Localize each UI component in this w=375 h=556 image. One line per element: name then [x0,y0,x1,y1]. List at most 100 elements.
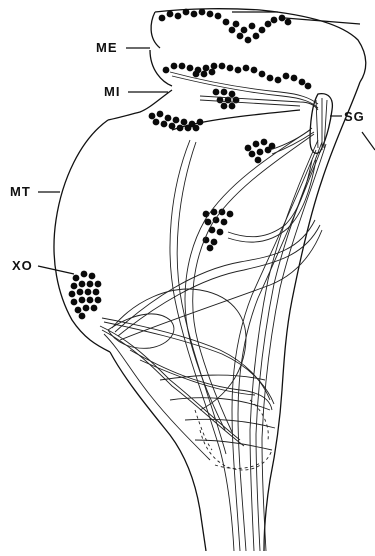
cell-body [245,37,252,44]
cell-body [235,67,242,74]
cell-body [171,63,178,70]
cell-body [229,27,236,34]
cell-body [197,119,204,126]
xo-cells [69,271,102,320]
cell-body [215,13,222,20]
cell-body [75,307,82,314]
label-mi: MI [104,84,168,99]
cell-body [203,65,210,72]
cell-body [207,245,214,252]
label-xo: XO [12,258,74,274]
cell-body [159,15,166,22]
cell-body [245,145,252,152]
cell-body [305,83,312,90]
cell-body [221,89,228,96]
cell-body [257,149,264,156]
cell-body [253,33,260,40]
cell-body [193,71,200,78]
cell-body [79,281,86,288]
cell-body [283,73,290,80]
cell-body [227,211,234,218]
cell-body [71,299,78,306]
cell-body [173,117,180,124]
cell-body [261,139,268,146]
cell-body [229,103,236,110]
cell-body [209,69,216,76]
label-me-text: ME [96,40,118,55]
mi-cluster-cells [213,89,240,110]
cell-body [77,289,84,296]
cell-body [211,239,218,246]
cell-body [243,65,250,72]
cell-body [179,63,186,70]
cell-body [223,19,230,26]
cell-body [79,313,86,320]
cell-body [91,305,98,312]
cell-body [185,125,192,132]
top-leader-line [285,18,360,24]
cell-body [203,211,210,218]
cell-body [153,119,160,126]
cell-body [87,281,94,288]
cell-body [237,33,244,40]
cell-body [259,71,266,78]
cell-body [271,17,278,24]
cell-body [299,79,306,86]
cell-body [211,63,218,70]
me-cells [159,9,292,44]
cell-body [177,125,184,132]
cell-body [199,9,206,16]
cell-body [229,91,236,98]
cell-body [219,63,226,70]
cell-body [161,121,168,128]
axon-tracts [100,72,326,551]
cell-body [267,75,274,82]
cell-body [207,11,214,18]
cell-body [221,103,228,110]
label-xo-text: XO [12,258,33,273]
cell-body [233,21,240,28]
cell-body [291,75,298,82]
cell-body [183,9,190,16]
cell-body [217,229,224,236]
label-mt: MT [10,184,60,199]
cell-body [181,119,188,126]
cell-body [285,19,292,26]
cell-body [157,111,164,118]
label-mi-text: MI [104,84,120,99]
cell-body [187,65,194,72]
cell-body [89,273,96,280]
label-sg: SG [330,109,375,150]
cell-body [167,11,174,18]
cell-body [149,113,156,120]
cell-body [275,77,282,84]
cell-body [69,291,76,298]
cell-body [221,219,228,226]
cell-body [227,65,234,72]
label-me: ME [96,40,150,55]
cell-body [169,123,176,130]
cell-body [79,297,86,304]
cell-body [211,209,218,216]
cell-body [83,305,90,312]
cell-body [255,157,262,164]
cell-body [265,21,272,28]
cell-body [85,289,92,296]
cell-body [93,289,100,296]
cell-body [95,297,102,304]
cell-body [165,115,172,122]
cell-body [163,67,170,74]
cell-body [251,67,258,74]
cell-body [253,141,260,148]
label-sg-text: SG [344,109,365,124]
cell-body [73,275,80,282]
right-cells [245,139,276,164]
cell-body [71,283,78,290]
cell-body [87,297,94,304]
cell-body [259,27,266,34]
cell-body [95,281,102,288]
cell-body [193,125,200,132]
cell-body [279,15,286,22]
cell-clusters [69,9,312,320]
